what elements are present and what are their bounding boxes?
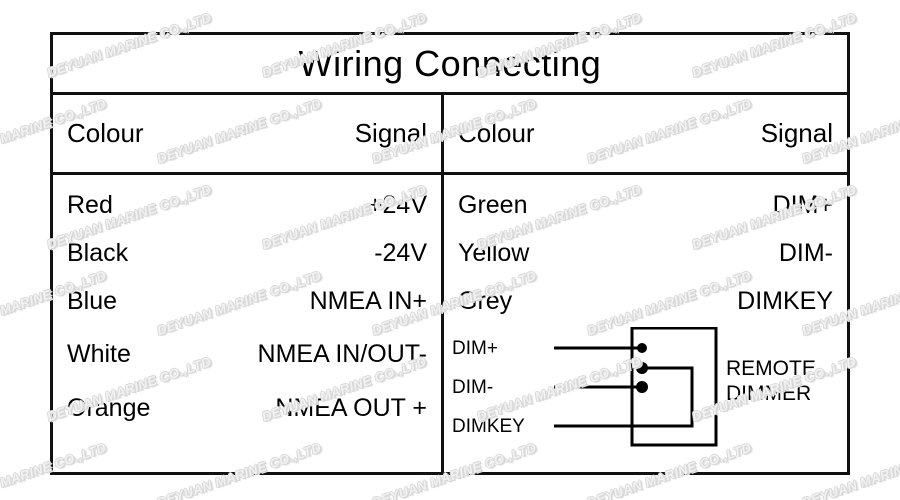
wire-signal: DIMKEY: [737, 286, 833, 315]
table-row: Black -24V: [53, 229, 441, 277]
wiring-connecting-table: Wiring Connecting Colour Signal Colour S…: [50, 32, 850, 475]
table-row: Orange NMEA OUT +: [53, 384, 441, 432]
remote-dimmer-diagram: DIM+ DIM- DIMKEY REMOT: [444, 327, 847, 467]
header-signal-right: Signal: [760, 118, 833, 148]
wire-signal: NMEA IN+: [309, 286, 427, 315]
diagram-label-dim-plus: DIM+: [452, 338, 498, 359]
wire-signal: -24V: [374, 238, 427, 267]
header-group-left: Colour Signal: [53, 95, 444, 172]
header-colour-right: Colour: [458, 118, 535, 148]
table-body-row: Red +24V Black -24V Blue NMEA IN+ White …: [53, 175, 847, 472]
wire-colour: Blue: [67, 286, 118, 315]
page-title: Wiring Connecting: [298, 42, 602, 84]
wire-signal: NMEA IN/OUT-: [257, 339, 427, 368]
terminal-dot-dim-minus: [636, 381, 648, 393]
wire-signal: DIM-: [778, 238, 833, 267]
table-row: White NMEA IN/OUT-: [53, 330, 441, 378]
header-signal-left: Signal: [354, 118, 427, 148]
dimmer-enclosure-box: [630, 327, 718, 447]
table-row: Red +24V: [53, 181, 441, 229]
wiring-list-right: Green DIM+ Yellow DIM- Grey DIMKEY DIM+ …: [444, 175, 847, 472]
header-colour-left: Colour: [67, 118, 144, 148]
wiring-list-left: Red +24V Black -24V Blue NMEA IN+ White …: [53, 175, 444, 472]
table-row: Grey DIMKEY: [444, 277, 847, 325]
table-row: Yellow DIM-: [444, 229, 847, 277]
terminal-dot-switch: [636, 362, 648, 374]
internal-jumper-wire: [632, 366, 694, 428]
wire-colour: Green: [458, 190, 528, 219]
wire-signal: DIM+: [772, 190, 833, 219]
wire-colour: Grey: [458, 286, 513, 315]
table-row: Blue NMEA IN+: [53, 277, 441, 325]
diagram-label-dim-minus: DIM-: [452, 377, 493, 398]
table-title-row: Wiring Connecting: [53, 35, 847, 95]
diagram-label-dimkey: DIMKEY: [452, 416, 525, 437]
wire-signal: NMEA OUT +: [275, 393, 427, 422]
table-header-row: Colour Signal Colour Signal: [53, 95, 847, 175]
wire-signal: +24V: [367, 190, 427, 219]
wire-colour: Red: [67, 190, 113, 219]
wire-colour: White: [67, 339, 131, 368]
terminal-dot-dim-plus: [637, 343, 647, 353]
table-row: Green DIM+: [444, 181, 847, 229]
header-group-right: Colour Signal: [444, 95, 847, 172]
remote-dimmer-schematic-svg: DIM+ DIM- DIMKEY REMOT: [452, 327, 816, 447]
diagram-device-label-line2: DIMMER: [726, 382, 811, 405]
wire-colour: Orange: [67, 393, 151, 422]
diagram-device-label-line1: REMOTE: [726, 357, 816, 380]
wire-colour: Yellow: [458, 238, 530, 267]
wire-colour: Black: [67, 238, 129, 267]
